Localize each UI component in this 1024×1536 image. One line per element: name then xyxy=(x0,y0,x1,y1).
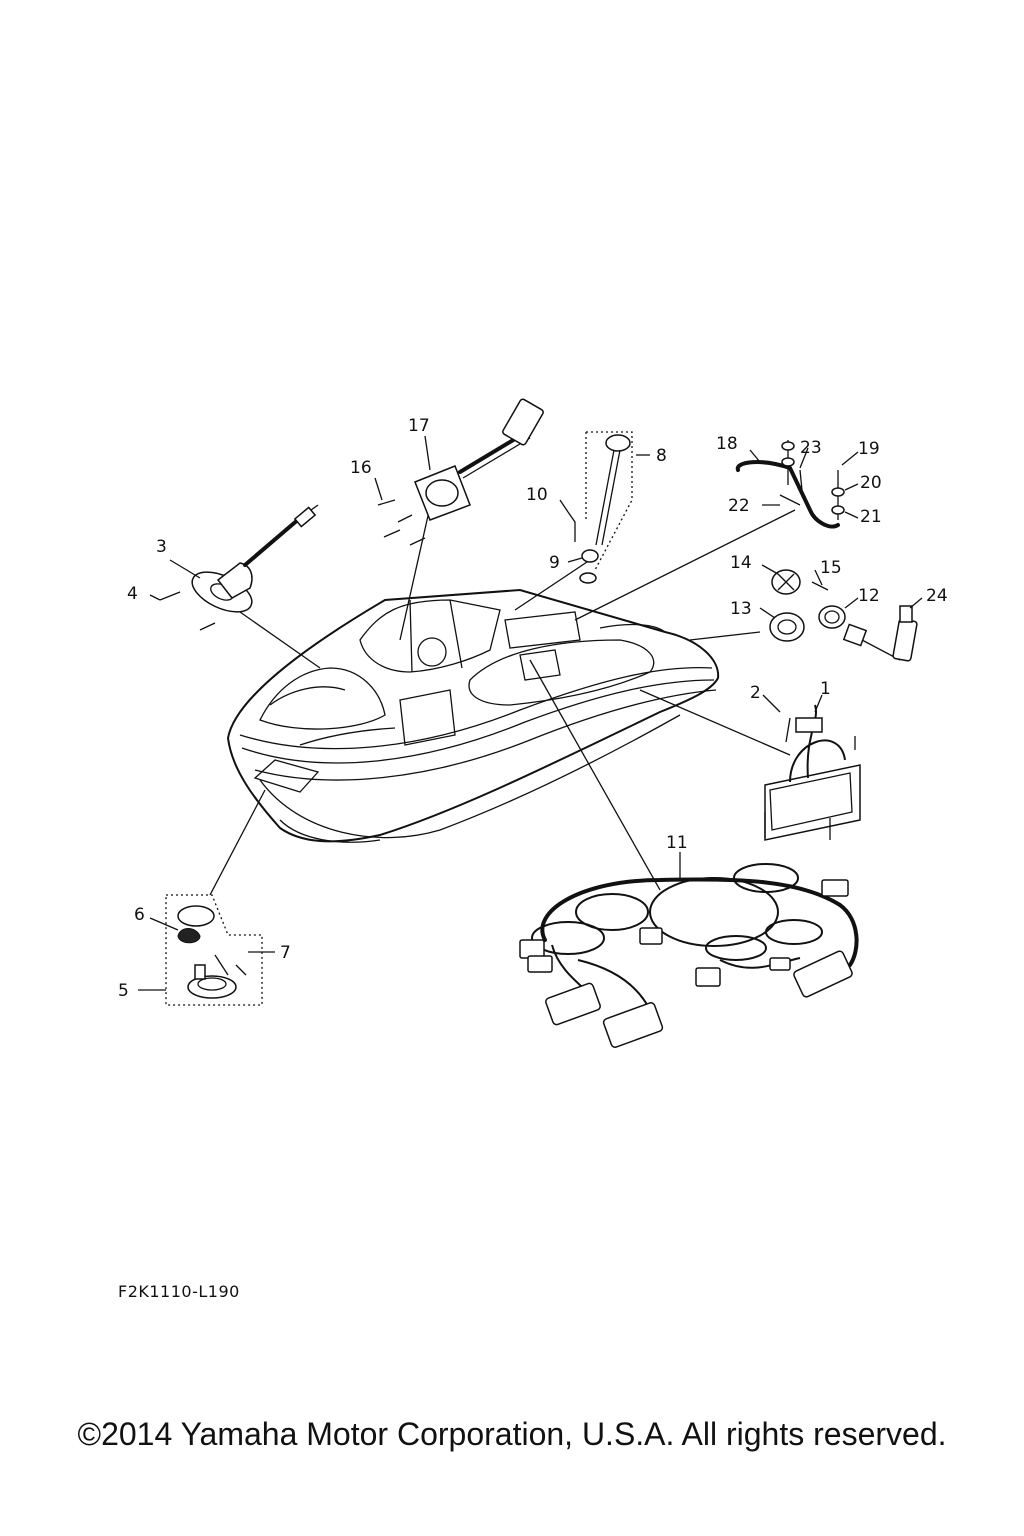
part-3-sensor xyxy=(159,504,319,631)
callout-2: 2 xyxy=(750,683,761,703)
callout-22: 22 xyxy=(728,496,750,516)
callout-12: 12 xyxy=(858,586,880,606)
callout-15: 15 xyxy=(820,558,842,578)
leader-lines xyxy=(209,497,796,896)
part-code: F2K1110-L190 xyxy=(118,1282,240,1301)
part-5-bow-light xyxy=(138,894,263,1006)
callout-7: 7 xyxy=(280,943,291,963)
callout-9: 9 xyxy=(549,553,560,573)
part-1-bracket xyxy=(764,704,861,841)
callout-11: 11 xyxy=(666,833,688,853)
part-11-harness xyxy=(519,863,859,1048)
callout-13: 13 xyxy=(730,599,752,619)
part-17-flange xyxy=(377,398,544,546)
part-12-grommets xyxy=(769,569,918,662)
boat-hull xyxy=(226,588,720,843)
callout-4: 4 xyxy=(127,584,138,604)
callout-21: 21 xyxy=(860,507,882,527)
callout-23: 23 xyxy=(800,438,822,458)
callout-17: 17 xyxy=(408,416,430,436)
callout-10: 10 xyxy=(526,485,548,505)
part-18-rail xyxy=(735,440,845,529)
callout-leaders xyxy=(149,435,923,953)
callout-24: 24 xyxy=(926,586,948,606)
callout-20: 20 xyxy=(860,473,882,493)
callout-14: 14 xyxy=(730,553,752,573)
callout-19: 19 xyxy=(858,439,880,459)
callout-3: 3 xyxy=(156,537,167,557)
callout-6: 6 xyxy=(134,905,145,925)
copyright-notice: ©2014 Yamaha Motor Corporation, U.S.A. A… xyxy=(77,1416,947,1452)
callout-labels: 1 2 3 4 5 6 7 8 9 10 11 12 13 14 15 16 1… xyxy=(118,416,948,1001)
callout-8: 8 xyxy=(656,446,667,466)
part-8-tube xyxy=(567,431,633,584)
callout-1: 1 xyxy=(820,679,831,699)
callout-16: 16 xyxy=(350,458,372,478)
callout-18: 18 xyxy=(716,434,738,454)
callout-5: 5 xyxy=(118,981,129,1001)
